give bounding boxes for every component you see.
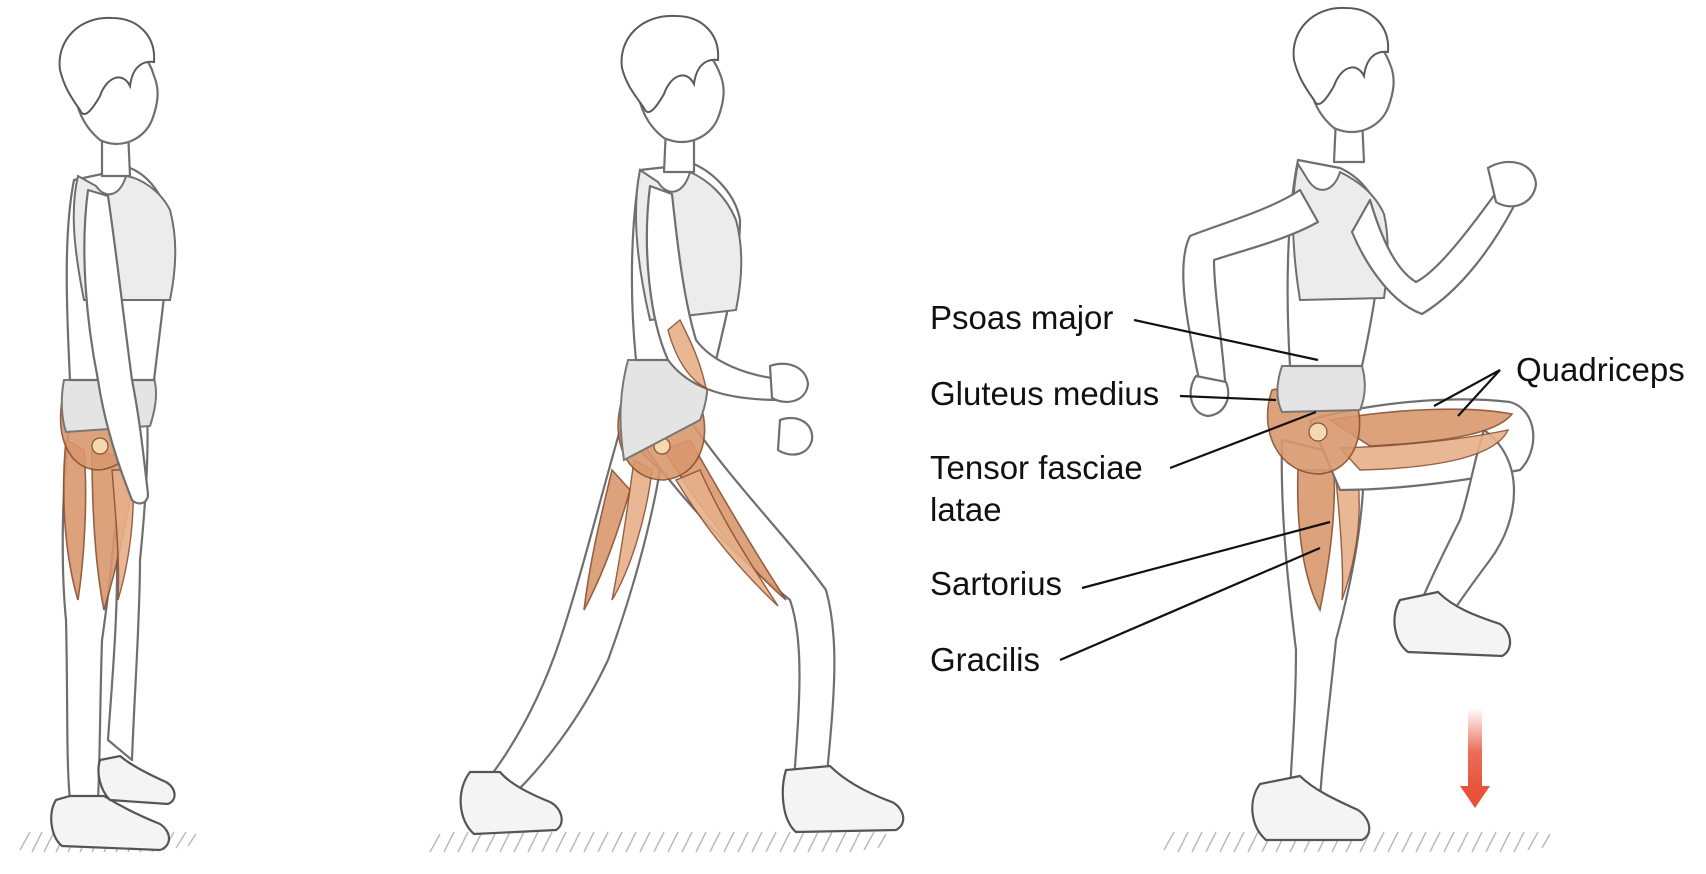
ground-shadow: [429, 831, 887, 853]
ground-shadow: [1163, 831, 1551, 853]
standing-figure: [19, 16, 197, 853]
quadriceps-leader-1: [1433, 369, 1501, 407]
tensor-leader: [1169, 410, 1317, 470]
label-tensor-fasciae-latae-line2: latae: [930, 491, 1002, 528]
label-gluteus-medius: Gluteus medius: [930, 375, 1160, 412]
high-knee-figure: [1163, 6, 1551, 853]
label-leader-lines: [1059, 318, 1501, 662]
gracilis-leader: [1059, 546, 1321, 662]
label-quadriceps: Quadriceps: [1516, 351, 1685, 388]
label-sartorius: Sartorius: [930, 565, 1063, 602]
psoas-leader: [1133, 318, 1319, 362]
label-psoas-major: Psoas major: [930, 299, 1114, 336]
walking-figure: [429, 14, 905, 853]
quadriceps-leader-2: [1457, 369, 1501, 417]
label-tensor-fasciae-latae-line1: Tensor fasciae: [930, 449, 1143, 486]
down-arrow-icon: [1460, 708, 1490, 808]
sartorius-leader: [1081, 520, 1331, 590]
label-gracilis: Gracilis: [930, 641, 1041, 678]
gluteus-leader: [1179, 394, 1277, 402]
